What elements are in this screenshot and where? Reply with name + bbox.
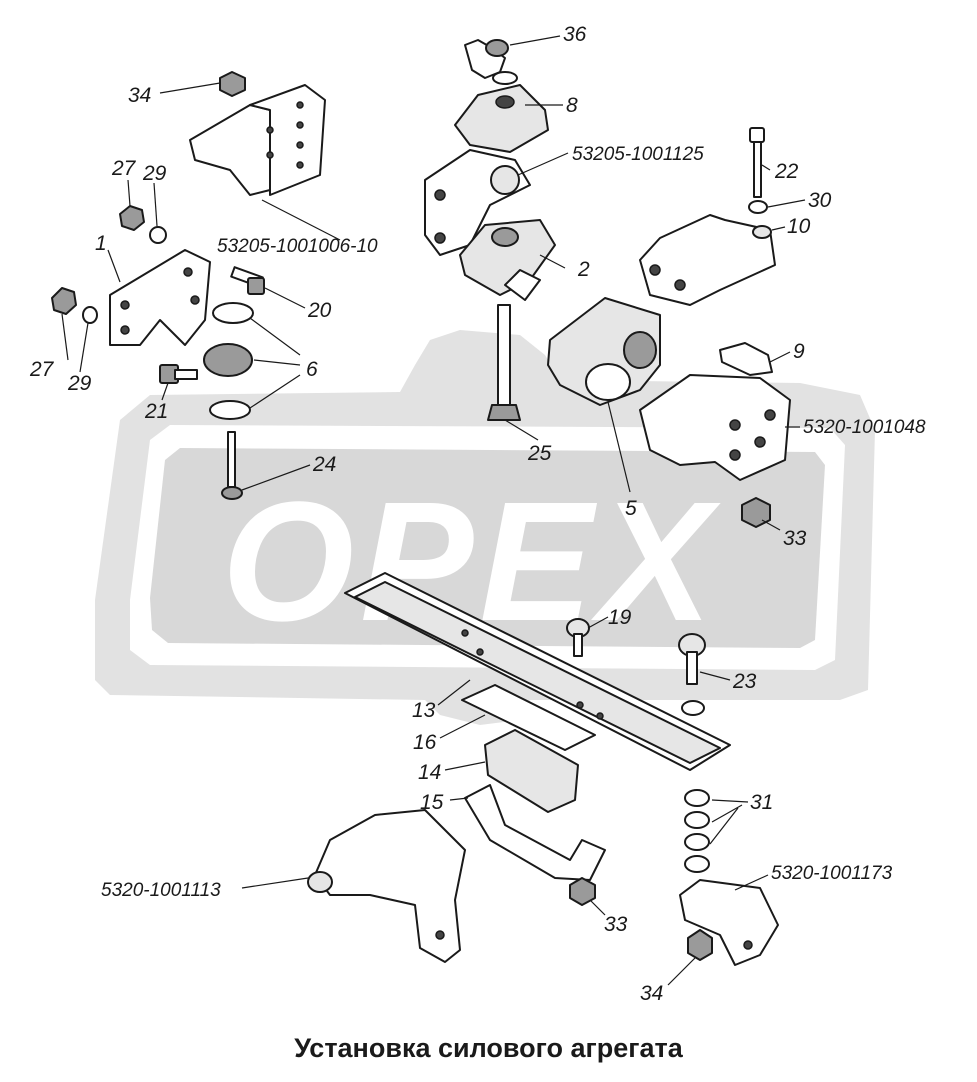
callout-53205-1001006-10: 53205-1001006-10 xyxy=(217,236,378,257)
part-20-bolt xyxy=(230,266,265,295)
callout-19: 19 xyxy=(608,606,632,629)
figure-caption: Установка силового агрегата xyxy=(294,1033,683,1063)
part-24-stud xyxy=(221,431,243,500)
callout-34-bottom: 34 xyxy=(640,982,663,1005)
part-27-nut-a xyxy=(119,205,145,231)
callout-29-a: 29 xyxy=(142,162,167,185)
part-27-nut-b xyxy=(51,287,77,315)
part-34-nut-top xyxy=(219,71,246,97)
part-53205-1001125-bracket xyxy=(424,149,531,256)
part-33-nut-b xyxy=(569,877,596,906)
callout-20: 20 xyxy=(307,299,332,322)
callout-10: 10 xyxy=(787,215,811,238)
part-5320-1001048-support xyxy=(639,374,791,481)
callout-22: 22 xyxy=(774,160,799,183)
part-5320-1001113-support xyxy=(307,809,466,963)
part-15-clamp xyxy=(464,784,606,881)
callout-23: 23 xyxy=(732,670,757,693)
callout-2: 2 xyxy=(577,258,590,281)
part-13-crossmember xyxy=(344,572,731,771)
part-31-washers xyxy=(684,789,710,873)
callout-33-a: 33 xyxy=(783,527,807,550)
part-16-plate xyxy=(461,684,596,751)
callout-labels: 36 34 8 53205-1001125 22 27 29 30 10 1 5… xyxy=(29,23,926,1005)
callout-6: 6 xyxy=(306,358,318,381)
callout-15: 15 xyxy=(420,791,444,814)
callout-25: 25 xyxy=(527,442,552,465)
part-9-plate xyxy=(719,342,773,376)
callout-5320-1001048: 5320-1001048 xyxy=(803,417,926,438)
part-1-bracket xyxy=(109,249,211,346)
callout-8: 8 xyxy=(566,94,578,117)
leader-lines xyxy=(61,35,806,986)
part-5320-1001173-bracket xyxy=(679,879,779,966)
part-21-bolt xyxy=(159,364,198,384)
callout-30: 30 xyxy=(808,189,832,212)
callout-33-b: 33 xyxy=(604,913,628,936)
callout-16: 16 xyxy=(413,731,437,754)
part-10-bracket xyxy=(639,214,776,306)
part-14-rubber-pad xyxy=(484,729,579,813)
callout-5320-1001113: 5320-1001113 xyxy=(101,880,221,901)
part-23-bolt xyxy=(678,633,706,716)
part-19-bolt xyxy=(566,618,590,657)
callout-53205-1001125: 53205-1001125 xyxy=(572,144,704,165)
part-22-bolt xyxy=(749,127,765,198)
part-5-cushion xyxy=(547,297,661,406)
part-30-washer xyxy=(748,200,768,214)
part-6-buffer-set xyxy=(203,302,254,420)
callout-31: 31 xyxy=(750,791,773,814)
part-53205-1001006-10-bracket xyxy=(189,84,326,196)
part-29-washer-b xyxy=(82,306,98,324)
part-34-nut-bottom xyxy=(687,929,713,961)
part-36-clip-nut xyxy=(464,39,518,85)
callout-5: 5 xyxy=(625,497,637,520)
callout-21: 21 xyxy=(144,400,168,423)
callout-29-b: 29 xyxy=(67,372,92,395)
part-33-nut-a xyxy=(741,497,771,528)
part-8-cushion xyxy=(454,84,549,153)
callout-13: 13 xyxy=(412,699,436,722)
callout-27-a: 27 xyxy=(111,157,137,180)
callout-5320-1001173: 5320-1001173 xyxy=(771,863,893,884)
part-29-washer-a xyxy=(149,226,167,244)
callout-24: 24 xyxy=(312,453,336,476)
callout-1: 1 xyxy=(95,232,107,255)
callout-34-top: 34 xyxy=(128,84,151,107)
callout-36: 36 xyxy=(563,23,587,46)
callout-9: 9 xyxy=(793,340,805,363)
part-2-rubber-block xyxy=(459,219,556,301)
callout-27-b: 27 xyxy=(29,358,55,381)
part-25-long-bolt xyxy=(487,304,521,421)
callout-14: 14 xyxy=(418,761,441,784)
